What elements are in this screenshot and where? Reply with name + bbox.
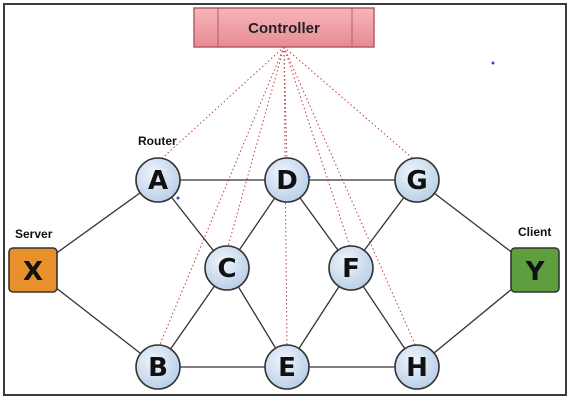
router-node-e[interactable]: E [264, 344, 310, 390]
node-circle [135, 157, 181, 203]
router-node-d[interactable]: D [264, 157, 310, 203]
node-label: D [276, 166, 298, 196]
router-nodes: A B C D E F G H [135, 157, 440, 390]
server-box [8, 247, 58, 293]
node-label: B [148, 353, 168, 383]
stray-dot [307, 175, 311, 179]
stray-dot [491, 61, 495, 65]
node-label: A [148, 166, 168, 196]
controller-box[interactable]: Controller [193, 7, 375, 48]
server-label: Server [15, 227, 53, 241]
node-label: H [406, 353, 428, 383]
node-circle [135, 344, 181, 390]
node-label: C [217, 254, 236, 284]
client-box [510, 247, 560, 293]
data-links [32, 179, 536, 368]
control-link-c [226, 46, 285, 251]
router-node-b[interactable]: B [135, 344, 181, 390]
server-letter: X [23, 257, 43, 287]
router-node-f[interactable]: F [328, 245, 374, 291]
client-letter: Y [525, 257, 546, 287]
router-label: Router [138, 134, 177, 148]
node-label: G [406, 166, 427, 196]
control-link-h [283, 46, 418, 350]
control-link-f [283, 46, 352, 251]
control-links [157, 46, 418, 350]
node-circle [204, 245, 250, 291]
stray-dot [176, 196, 180, 200]
node-label: F [342, 254, 360, 284]
router-node-h[interactable]: H [394, 344, 440, 390]
control-link-a [157, 46, 285, 163]
node-circle [264, 157, 310, 203]
control-link-b [157, 46, 285, 350]
router-node-a[interactable]: A [135, 157, 181, 203]
client-node[interactable]: Y [510, 247, 560, 293]
router-node-c[interactable]: C [204, 245, 250, 291]
node-circle [394, 344, 440, 390]
node-circle [264, 344, 310, 390]
node-circle [394, 157, 440, 203]
node-circle [328, 245, 374, 291]
router-node-g[interactable]: G [394, 157, 440, 203]
server-node[interactable]: X [8, 247, 58, 293]
control-link-g [283, 46, 418, 163]
client-label: Client [518, 225, 551, 239]
controller-label: Controller [248, 20, 320, 37]
node-label: E [278, 353, 296, 383]
